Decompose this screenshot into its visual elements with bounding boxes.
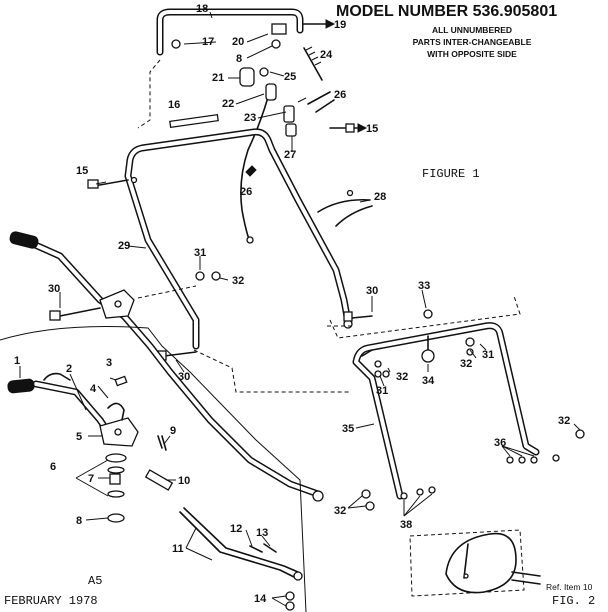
callout-33: 33 — [418, 280, 430, 292]
model-number-title: MODEL NUMBER 536.905801 — [336, 3, 557, 20]
fig-2-inset — [409, 529, 541, 597]
label-3 — [114, 375, 128, 387]
upper-handle-29 — [87, 128, 353, 361]
callout-29: 29 — [118, 240, 130, 252]
callout-12: 12 — [230, 523, 242, 535]
callout-28: 28 — [374, 191, 386, 203]
page-code: A5 — [88, 574, 102, 588]
callouts: 18 17 20 8 19 24 21 25 16 22 23 26 15 27… — [14, 3, 570, 605]
figure-1-label: FIGURE 1 — [422, 167, 480, 181]
callout-38: 38 — [400, 519, 412, 531]
callout-26-lower: 26 — [240, 186, 252, 198]
fig-2-label: FIG. 2 — [552, 594, 595, 608]
nut-8-top — [271, 39, 281, 49]
callout-10: 10 — [178, 475, 190, 487]
callout-26-top: 26 — [334, 89, 346, 101]
washer-32-upper — [211, 271, 221, 281]
grip-1 — [7, 378, 35, 394]
callout-31-left: 31 — [376, 385, 388, 397]
callout-22: 22 — [222, 98, 234, 110]
callout-30-mid: 30 — [178, 371, 190, 383]
guide-lines — [193, 295, 521, 393]
note-line-3: WITH OPPOSITE SIDE — [427, 49, 517, 59]
callout-36: 36 — [494, 437, 506, 449]
lower-handle-left — [9, 231, 324, 502]
callout-8-top: 8 — [236, 53, 242, 65]
date-label: FEBRUARY 1978 — [4, 594, 98, 608]
callout-14: 14 — [254, 593, 267, 605]
detail-inset — [0, 326, 307, 612]
callout-16: 16 — [168, 99, 180, 111]
callout-17: 17 — [202, 36, 214, 48]
cap-21 — [239, 67, 255, 87]
callout-32-left: 32 — [396, 371, 408, 383]
note-line-2: PARTS INTER-CHANGEABLE — [413, 37, 532, 47]
tube-16 — [169, 113, 219, 129]
spring-24 — [303, 47, 323, 81]
callout-3: 3 — [106, 357, 112, 369]
callout-11: 11 — [172, 543, 184, 555]
callout-5: 5 — [76, 431, 82, 443]
callout-21: 21 — [212, 72, 224, 84]
lower-frame-35 — [343, 309, 585, 511]
callout-32-far: 32 — [558, 415, 570, 427]
note-line-1: ALL UNNUMBERED — [432, 25, 512, 35]
clip-26-lower — [245, 165, 257, 177]
callout-30-left: 30 — [48, 283, 60, 295]
callout-32-bottom: 32 — [334, 505, 346, 517]
ref-note: Ref. Item 10 — [546, 582, 593, 592]
callout-27: 27 — [284, 149, 296, 161]
callout-32-mid: 32 — [460, 358, 472, 370]
wire-28 — [317, 189, 373, 227]
callout-8-inset: 8 — [76, 515, 82, 527]
callout-19: 19 — [334, 19, 346, 31]
callout-7: 7 — [88, 473, 94, 485]
callout-13: 13 — [256, 527, 268, 539]
callout-32-upper: 32 — [232, 275, 244, 287]
knob-34 — [421, 349, 435, 363]
callout-24: 24 — [320, 49, 333, 61]
callout-15-right: 15 — [366, 123, 378, 135]
callout-30-right: 30 — [366, 285, 378, 297]
callout-35: 35 — [342, 423, 354, 435]
callout-20: 20 — [232, 36, 244, 48]
control-cable-upper — [240, 83, 368, 244]
callout-4: 4 — [90, 383, 97, 395]
leader-lines — [19, 11, 581, 607]
grip-left — [9, 231, 39, 249]
callout-15-left: 15 — [76, 165, 88, 177]
washer-33 — [423, 309, 433, 319]
callout-1: 1 — [14, 355, 20, 367]
callout-25: 25 — [284, 71, 296, 83]
washer-25 — [259, 67, 269, 77]
clip-4 — [107, 402, 125, 421]
callout-34: 34 — [422, 375, 435, 387]
callout-31-upper: 31 — [194, 247, 206, 259]
callout-18: 18 — [196, 3, 208, 15]
callout-6: 6 — [50, 461, 56, 473]
tube-10 — [144, 469, 174, 491]
nut-17 — [171, 39, 181, 49]
callout-9: 9 — [170, 425, 176, 437]
callout-31-right: 31 — [482, 349, 494, 361]
callout-2: 2 — [66, 363, 72, 375]
nut-31-upper — [195, 271, 205, 281]
bracket-20 — [271, 23, 287, 35]
callout-23: 23 — [244, 112, 256, 124]
